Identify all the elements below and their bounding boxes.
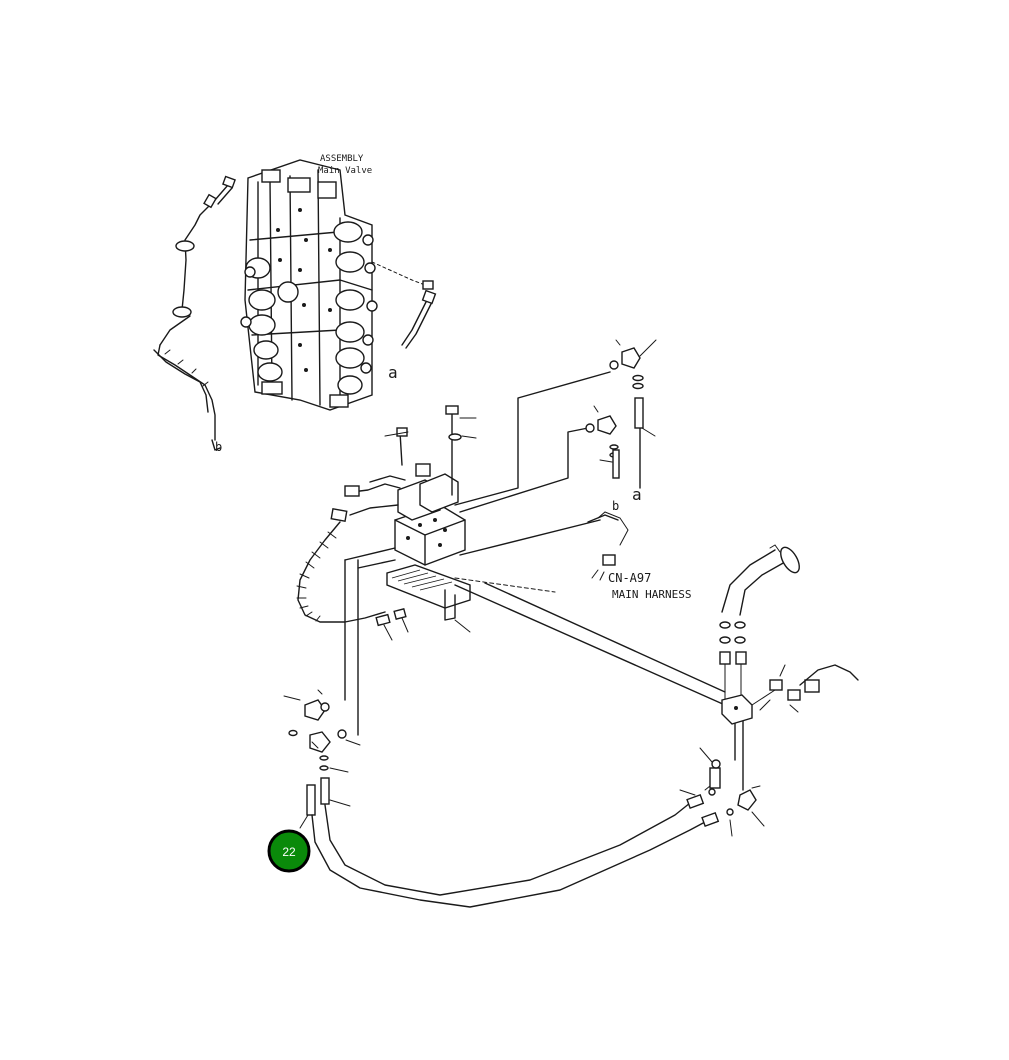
- callout-badge[interactable]: 22: [267, 829, 311, 873]
- right-elbow-hose: [719, 544, 859, 725]
- top-right-fittings: a b: [585, 339, 657, 513]
- harness-label-line1: CN-A97: [608, 571, 651, 585]
- harness-label-line2: MAIN HARNESS: [612, 588, 691, 601]
- pipe-lines: [344, 371, 744, 791]
- lower-hoses: [311, 781, 720, 908]
- left-lower-fittings: [283, 689, 361, 829]
- main-harness-connector: CN-A97 MAIN HARNESS: [591, 554, 691, 601]
- ref-b-mid: b: [612, 499, 619, 513]
- right-lower-fittings: [699, 747, 765, 837]
- main-valve-label-line2: Main Valve: [318, 166, 372, 176]
- ref-a-left: a: [388, 363, 398, 382]
- callout-circle[interactable]: [267, 829, 311, 873]
- callout-number[interactable]: 22: [282, 845, 296, 859]
- main-valve-assembly: ASSEMBLY Main Valve b a: [153, 154, 437, 454]
- main-valve-label-line1: ASSEMBLY: [320, 154, 364, 164]
- solenoid-block-assembly: [296, 405, 477, 641]
- ref-a-right: a: [632, 485, 642, 504]
- ref-b-valve: b: [215, 440, 222, 454]
